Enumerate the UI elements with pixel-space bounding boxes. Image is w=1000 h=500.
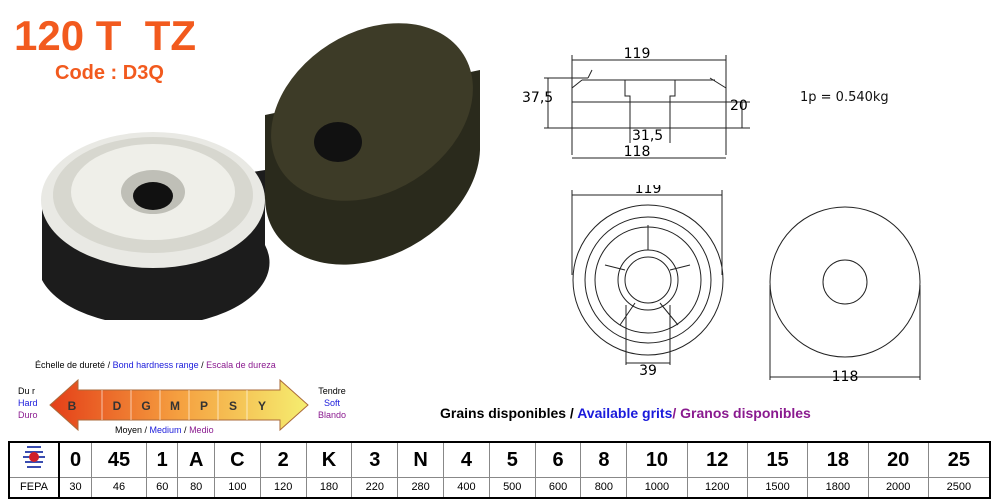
medium-label: Moyen / Medium / Medio xyxy=(115,425,214,435)
grits-title-en: Available grits xyxy=(577,405,673,421)
dark-wheel-image xyxy=(264,23,480,265)
weight-label: 1p = 0.540kg xyxy=(800,90,889,105)
grit-code-cell: 12 xyxy=(686,441,748,478)
fepa-cell: 1000 xyxy=(626,477,688,498)
maple-leaf-logo-icon xyxy=(23,446,45,468)
hard-es: Duro xyxy=(18,410,38,420)
brand-logo xyxy=(8,441,60,478)
grits-title-es: / Granos disponibles xyxy=(672,405,811,421)
soft-es: Blando xyxy=(318,410,347,420)
title-fr: Échelle de dureté xyxy=(35,360,106,370)
fepa-cell: 400 xyxy=(443,477,490,498)
grade-P: P xyxy=(200,399,208,413)
grit-code-cell: A xyxy=(177,441,215,478)
fepa-cell: 180 xyxy=(305,477,353,498)
title-en: Bond hardness range xyxy=(112,360,199,370)
medium-es: Medio xyxy=(189,425,214,435)
fepa-cell: 120 xyxy=(259,477,307,498)
dim-front-width: 119 xyxy=(635,185,662,197)
grit-code-cell: 20 xyxy=(867,441,929,478)
grit-code-cell: C xyxy=(213,441,261,478)
dim-front-bore: 39 xyxy=(639,363,657,379)
grit-code-cell: 15 xyxy=(746,441,809,478)
grit-code-cell: 1 xyxy=(146,441,179,478)
grit-code-cell: 10 xyxy=(626,441,688,478)
fepa-cell: 280 xyxy=(397,477,445,498)
fepa-cell: 220 xyxy=(351,477,399,498)
fepa-cell: 60 xyxy=(146,477,179,498)
side-section-drawing: 119 37,5 20 31,5 118 xyxy=(522,46,750,160)
grit-code-cell: 5 xyxy=(488,441,536,478)
hard-fr: Du r xyxy=(18,386,36,396)
hard-en: Hard xyxy=(18,398,38,408)
white-wheel-image xyxy=(41,132,270,320)
dim-bore: 31,5 xyxy=(632,128,663,144)
grit-code-cell: 18 xyxy=(807,441,869,478)
fepa-cell: 80 xyxy=(177,477,215,498)
dim-bottom-width: 118 xyxy=(624,144,651,160)
fepa-cell: 500 xyxy=(488,477,536,498)
grade-B: B xyxy=(68,399,77,413)
product-code: Code : D3Q xyxy=(55,62,164,84)
grade-Y: Y xyxy=(258,399,266,413)
front-view-drawing: 119 39 xyxy=(571,185,724,379)
fepa-cell: 2500 xyxy=(927,477,991,498)
fepa-cell: 1800 xyxy=(807,477,869,498)
back-view-drawing: 118 xyxy=(769,206,921,385)
hard-label: Du r Hard Duro xyxy=(18,385,38,421)
hardness-scale-title: Échelle de dureté / Bond hardness range … xyxy=(35,360,276,370)
fepa-cell: 2000 xyxy=(867,477,929,498)
fepa-cell: 46 xyxy=(91,477,148,498)
fepa-cell: 800 xyxy=(580,477,628,498)
grits-title-fr: Grains disponibles / xyxy=(440,405,574,421)
grit-code-cell: 4 xyxy=(443,441,490,478)
grit-code-cell: 8 xyxy=(580,441,628,478)
grit-code-cell: 0 xyxy=(58,441,93,478)
grade-G: G xyxy=(141,399,150,413)
fepa-cell: 1200 xyxy=(686,477,748,498)
dim-step: 20 xyxy=(730,98,748,114)
medium-fr: Moyen xyxy=(115,425,143,435)
dim-height: 37,5 xyxy=(522,90,553,106)
grade-M: M xyxy=(170,399,180,413)
grit-code-cell: N xyxy=(397,441,445,478)
product-photo xyxy=(41,23,480,320)
grade-D: D xyxy=(113,399,122,413)
grits-title: Grains disponibles / Available grits/ Gr… xyxy=(440,405,811,421)
fepa-label: FEPA xyxy=(8,477,60,498)
grit-code-cell: 45 xyxy=(91,441,148,478)
grit-code-cell: 6 xyxy=(534,441,582,478)
grit-code-cell: 2 xyxy=(259,441,307,478)
fepa-cell: 600 xyxy=(534,477,582,498)
product-title: 120 T TZ xyxy=(14,12,197,59)
grit-code-cell: K xyxy=(305,441,353,478)
soft-en: Soft xyxy=(324,398,341,408)
title-es: Escala de dureza xyxy=(206,360,276,370)
fepa-cell: 100 xyxy=(213,477,261,498)
dim-side-width: 118 xyxy=(832,369,859,385)
soft-fr: Tendre xyxy=(318,386,346,396)
grit-code-cell: 25 xyxy=(927,441,991,478)
dim-top-width: 119 xyxy=(624,46,651,62)
fepa-cell: 30 xyxy=(58,477,93,498)
grit-code-cell: 3 xyxy=(351,441,399,478)
medium-en: Medium xyxy=(149,425,182,435)
grade-S: S xyxy=(229,399,237,413)
soft-label: Tendre Soft Blando xyxy=(318,385,346,421)
fepa-cell: 1500 xyxy=(746,477,809,498)
